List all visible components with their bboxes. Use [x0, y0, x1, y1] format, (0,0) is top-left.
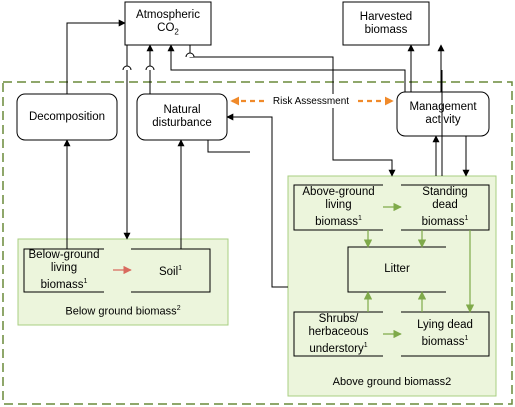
- below-ground-living-bracket: [23, 248, 104, 293]
- risk-assessment-label: Risk Assessment: [272, 95, 350, 107]
- harvested-biomass-box: [342, 1, 430, 46]
- above-ground-group-label: Above ground biomass2: [332, 375, 452, 388]
- below-ground-living-sup: 1: [83, 278, 88, 286]
- litter-bracket: [347, 246, 446, 293]
- lying-dead-sup: 1: [464, 335, 469, 343]
- above-ground-group: [287, 175, 497, 397]
- crossing-hop: [122, 65, 132, 71]
- atmospheric-co2-line2: CO: [157, 21, 175, 34]
- soil-bracket: [131, 248, 211, 293]
- lying-dead-bracket: [401, 311, 490, 357]
- below-ground-group-label: Below ground biomass2: [18, 302, 228, 318]
- below-ground-living-text: Below-ground living biomass: [28, 249, 100, 291]
- management-to-co2-arrow: [167, 44, 406, 92]
- atmospheric-co2-line1: Atmospheric: [136, 8, 200, 21]
- soil-label: Soil1: [131, 249, 210, 292]
- below-ground-group-text: Below ground biomass: [65, 305, 177, 318]
- soil-sup: 1: [178, 265, 183, 273]
- risk-assessment-label-bg: [266, 94, 356, 108]
- below-ground-group-sup: 2: [176, 304, 181, 312]
- litter-label: Litter: [384, 263, 410, 275]
- standing-dead-label: Standing dead biomass1: [401, 185, 489, 230]
- standing-dead-sup: 1: [464, 215, 469, 223]
- shrubs-text: Shrubs/ herbaceous understory: [308, 312, 369, 355]
- shrubs-label: Shrubs/ herbaceous understory1: [294, 312, 383, 356]
- shrubs-sup: 1: [363, 341, 368, 349]
- shrubs-bracket: [293, 311, 383, 357]
- decomposition-label: Decomposition: [28, 110, 106, 123]
- crossing-hop: [185, 52, 195, 58]
- above-ground-living-text: Above-ground living biomass: [302, 186, 375, 228]
- co2-subscript: 2: [174, 27, 179, 37]
- above-ground-living-bracket: [293, 184, 383, 231]
- lying-dead-label: Lying dead biomass1: [401, 312, 489, 356]
- lying-dead-text: Lying dead biomass: [417, 319, 473, 348]
- standing-dead-text: Standing dead biomass: [421, 186, 468, 228]
- management-activity-label: Management activity: [409, 101, 477, 126]
- standing-dead-bracket: [401, 184, 490, 231]
- disturbance-to-management-link: [207, 140, 250, 153]
- harvested-biomass-label: Harvested biomass: [359, 10, 413, 36]
- decomposition-to-co2-arrow: [66, 19, 126, 94]
- management-activity-box: [396, 91, 490, 137]
- above-ground-living-sup: 1: [357, 215, 362, 223]
- ecosystem-boundary: [2, 81, 513, 405]
- below-ground-group: [17, 238, 229, 326]
- crossing-hop: [145, 65, 155, 71]
- above-ground-living-label: Above-ground living biomass1: [294, 185, 383, 230]
- above-ground-to-disturbance-arrow: [226, 113, 288, 288]
- below-ground-living-label: Below-ground living biomass1: [24, 249, 104, 292]
- soil-text: Soil: [158, 265, 179, 278]
- natural-disturbance-label: Natural disturbance: [152, 104, 212, 129]
